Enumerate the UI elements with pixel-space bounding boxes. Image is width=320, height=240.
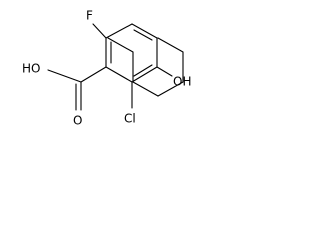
- ring-bond-c3-c4: [132, 81, 159, 97]
- aromatic-ring: [105, 23, 158, 83]
- ring-bond-c4-c5: [157, 81, 184, 97]
- label-carboxyl-hydroxyl: HO: [22, 62, 40, 76]
- ring-edge-bottom-right: [131, 66, 158, 83]
- ring-double-top-right: [133, 29, 153, 41]
- ring-edge-top-right: [131, 23, 158, 39]
- ring-bond-c6-c7: [157, 37, 184, 53]
- ring-bond-c1-c2: [107, 37, 134, 53]
- bond-to-hydroxyl: [156, 66, 173, 77]
- benzene-ring: [107, 37, 184, 97]
- ring-edge-top-left: [105, 23, 133, 39]
- ring-edge-bottom-left: [105, 66, 133, 83]
- bond-carboxyl-to-hydroxyl: [47, 69, 82, 83]
- label-chlorine: Cl: [124, 112, 136, 126]
- label-carbonyl-oxygen: O: [73, 114, 82, 128]
- label-fluorine: F: [86, 9, 93, 23]
- ring-double-bottom-right: [133, 64, 153, 77]
- bond-to-carboxyl-carbon: [80, 66, 107, 83]
- bond-to-fluorine: [92, 23, 107, 39]
- label-hydroxyl: OH: [173, 75, 191, 89]
- molecule-structure: F HO O Cl OH: [22, 9, 191, 128]
